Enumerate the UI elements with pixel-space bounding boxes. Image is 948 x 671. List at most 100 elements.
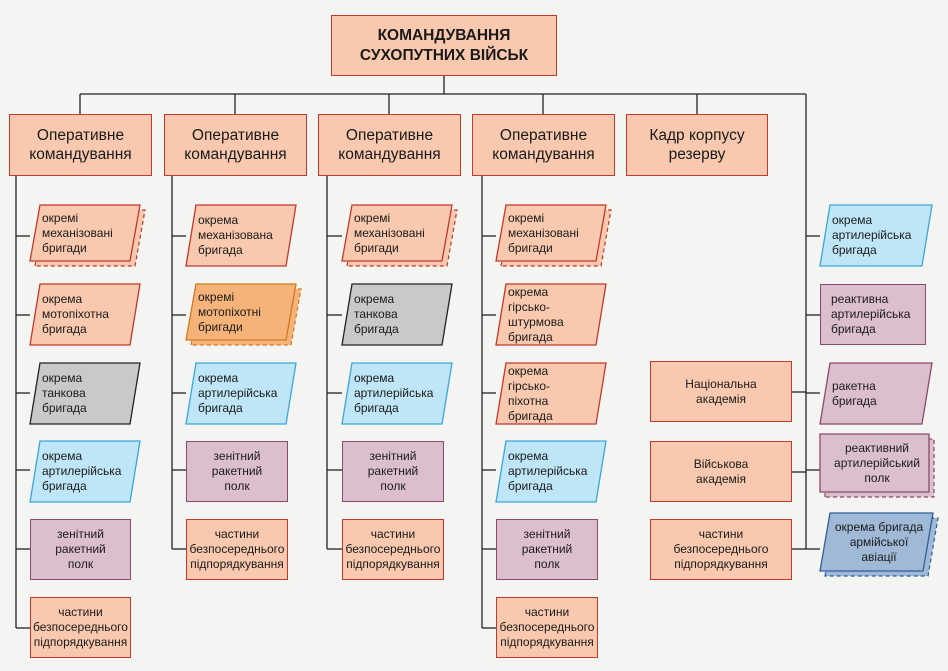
command-box-4: Оперативне командування xyxy=(472,114,615,176)
unit-label: окрема артилерійська бригада xyxy=(198,371,278,415)
unit-label: окремі механізовані бригади xyxy=(508,210,579,255)
col3-tank-brigade: окрема танкова бригада xyxy=(341,283,453,346)
unit-shape xyxy=(341,362,453,425)
military-academy-box: Військова академія xyxy=(650,441,792,502)
unit-label: окрема танкова бригада xyxy=(42,371,87,415)
reserve-corps-label: Кадр корпусу резерву xyxy=(649,127,745,163)
unit-shape xyxy=(495,283,607,346)
unit-outline xyxy=(29,362,141,425)
col1-air-defense-regiment: зенітний ракетний полк xyxy=(30,519,131,580)
col4-artillery-brigade: окрема артилерійська бригада xyxy=(495,440,607,503)
unit-shape xyxy=(495,440,607,503)
unit-outline xyxy=(819,512,934,572)
unit-label: зенітний ракетний полк xyxy=(521,527,573,571)
col4-direct-subordination: частини безпосереднього підпорядкування xyxy=(496,597,598,658)
unit-outline xyxy=(185,204,297,267)
unit-shape xyxy=(819,204,933,267)
unit-shape xyxy=(29,440,141,503)
national-academy-box: Національна академія xyxy=(650,361,792,422)
unit-outline xyxy=(185,362,297,425)
unit-outline xyxy=(185,283,297,341)
unit-label: окрема артилерійська бригада xyxy=(508,449,588,493)
unit-label: зенітний ракетний полк xyxy=(211,449,263,493)
unit-label: частини безпосереднього підпорядкування xyxy=(345,527,441,571)
unit-outline xyxy=(819,204,933,267)
unit-shape xyxy=(185,362,297,425)
unit-outline xyxy=(819,362,933,425)
unit-shape xyxy=(29,283,141,346)
unit-label: ракетна бригада xyxy=(832,378,877,408)
unit-outline xyxy=(495,440,607,503)
top-command-box: КОМАНДУВАННЯ СУХОПУТНИХ ВІЙСЬК xyxy=(331,15,557,76)
unit-label: окремі механізовані бригади xyxy=(42,210,113,255)
unit-label: окремі мотопіхотні бригади xyxy=(198,289,261,334)
unit-label: окрема гірсько- піхотна бригада xyxy=(508,363,553,423)
col1-tank-brigade: окрема танкова бригада xyxy=(29,362,141,425)
command-box-3: Оперативне командування xyxy=(318,114,461,176)
col1-motor-infantry-brigade: окрема мотопіхотна бригада xyxy=(29,283,141,346)
col4-air-defense-regiment: зенітний ракетний полк xyxy=(496,519,598,580)
unit-shape xyxy=(29,204,146,267)
reserve-corps-box: Кадр корпусу резерву xyxy=(626,114,768,176)
unit-label: окрема артилерійська бригада xyxy=(354,371,434,415)
col1-direct-subordination: частини безпосереднього підпорядкування xyxy=(30,597,131,658)
unit-label: окрема артилерійська бригада xyxy=(832,213,912,257)
col6-rocket-artillery-regiment: реактивний артилерійський полк xyxy=(819,433,935,498)
unit-label: окрема бригада армійської авіації xyxy=(834,519,924,564)
unit-label: окрема артилерійська бригада xyxy=(42,449,122,493)
col1-artillery-brigade: окрема артилерійська бригада xyxy=(29,440,141,503)
command-label: Оперативне командування xyxy=(338,127,441,163)
col1-mech-brigades: окремі механізовані бригади xyxy=(29,204,146,267)
unit-outline xyxy=(819,433,930,493)
col6-army-aviation-brigade: окрема бригада армійської авіації xyxy=(819,512,939,577)
unit-outline xyxy=(495,283,607,346)
unit-label: зенітний ракетний полк xyxy=(55,527,106,571)
command-label: Оперативне командування xyxy=(492,127,595,163)
col2-direct-subordination: частини безпосереднього підпорядкування xyxy=(186,519,288,580)
unit-label: частини безпосереднього підпорядкування xyxy=(673,527,769,571)
col3-mech-brigades: окремі механізовані бригади xyxy=(341,204,458,267)
col6-artillery-brigade: окрема артилерійська бригада xyxy=(819,204,933,267)
unit-shape xyxy=(495,362,607,425)
col3-artillery-brigade: окрема артилерійська бригада xyxy=(341,362,453,425)
unit-shape xyxy=(185,283,302,346)
unit-label: зенітний ракетний полк xyxy=(367,449,419,493)
unit-label: частини безпосереднього підпорядкування xyxy=(33,605,128,649)
unit-outline xyxy=(495,204,607,262)
unit-label: окрема мотопіхотна бригада xyxy=(42,292,109,336)
col2-mech-brigade: окрема механізована бригада xyxy=(185,204,297,267)
unit-outline xyxy=(341,362,453,425)
col4-mountain-infantry-brigade: окрема гірсько- піхотна бригада xyxy=(495,362,607,425)
unit-label: окрема гірсько- штурмова бригада xyxy=(508,284,564,344)
col4-mech-brigades: окремі механізовані бригади xyxy=(495,204,612,267)
command-label: Оперативне командування xyxy=(29,127,132,163)
unit-shape xyxy=(341,204,458,267)
col6-rocket-artillery-brigade: реактивна артилерійська бригада xyxy=(820,284,926,345)
command-box-1: Оперативне командування xyxy=(9,114,152,176)
unit-shape xyxy=(819,362,933,425)
top-command-label: КОМАНДУВАННЯ СУХОПУТНИХ ВІЙСЬК xyxy=(359,26,529,64)
col6-missile-brigade: ракетна бригада xyxy=(819,362,933,425)
unit-shape xyxy=(819,433,935,498)
unit-label: окрема танкова бригада xyxy=(354,292,399,336)
unit-label: частини безпосереднього підпорядкування xyxy=(499,605,595,649)
unit-label: Військова академія xyxy=(693,456,749,486)
unit-label: окрема механізована бригада xyxy=(198,213,273,257)
unit-outline xyxy=(29,440,141,503)
col3-air-defense-regiment: зенітний ракетний полк xyxy=(342,441,444,502)
command-box-2: Оперативне командування xyxy=(164,114,307,176)
col2-motor-infantry-brigades: окремі мотопіхотні бригади xyxy=(185,283,302,346)
unit-shape xyxy=(29,362,141,425)
col3-direct-subordination: частини безпосереднього підпорядкування xyxy=(342,519,444,580)
unit-label: реактивний артилерійський полк xyxy=(834,440,920,485)
col2-artillery-brigade: окрема артилерійська бригада xyxy=(185,362,297,425)
unit-shape xyxy=(495,204,612,267)
unit-shape xyxy=(185,204,297,267)
unit-label: Національна академія xyxy=(685,376,757,406)
unit-outline xyxy=(29,283,141,346)
unit-shape xyxy=(341,283,453,346)
unit-outline xyxy=(495,362,607,425)
unit-label: реактивна артилерійська бригада xyxy=(831,292,911,336)
unit-outline xyxy=(29,204,141,262)
command-label: Оперативне командування xyxy=(184,127,287,163)
